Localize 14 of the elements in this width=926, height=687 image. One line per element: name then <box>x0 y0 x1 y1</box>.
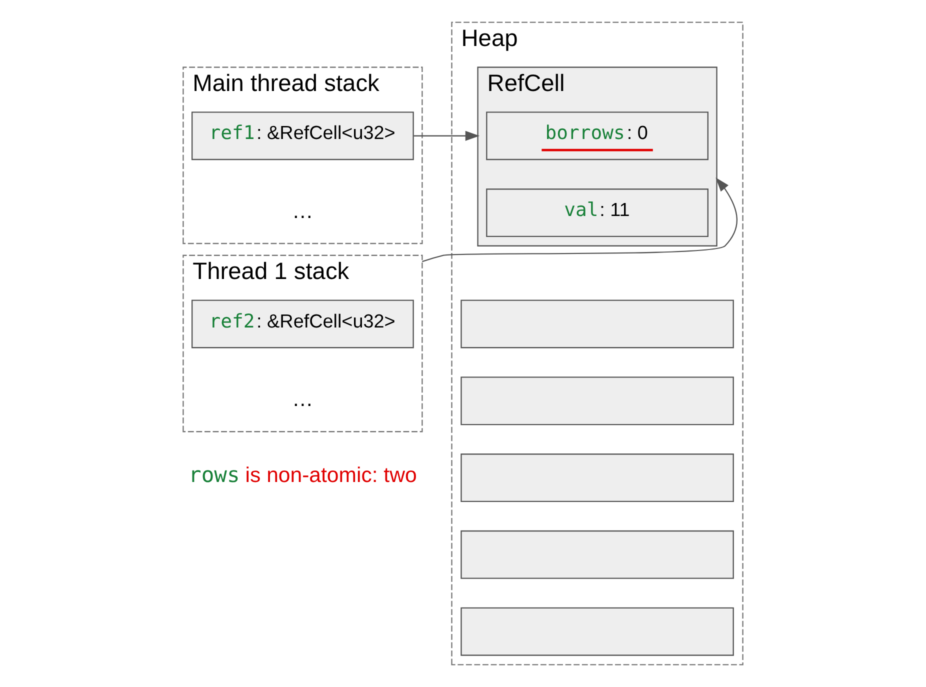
node-box <box>460 530 734 579</box>
arrow <box>414 130 480 141</box>
node-box <box>460 607 734 656</box>
label: rows is non-atomic: two <box>188 462 417 488</box>
node-box: ref1: &RefCell<u32> <box>191 112 414 160</box>
node-box: val: 11 <box>486 188 708 238</box>
node-box: borrows: 0 <box>486 112 708 160</box>
arrow <box>422 177 738 262</box>
node-box: ref2: &RefCell<u32> <box>191 300 414 348</box>
label: … <box>292 198 314 223</box>
node-box <box>460 376 734 426</box>
node-box <box>460 300 734 348</box>
label: … <box>292 387 314 412</box>
node-box <box>460 454 734 502</box>
